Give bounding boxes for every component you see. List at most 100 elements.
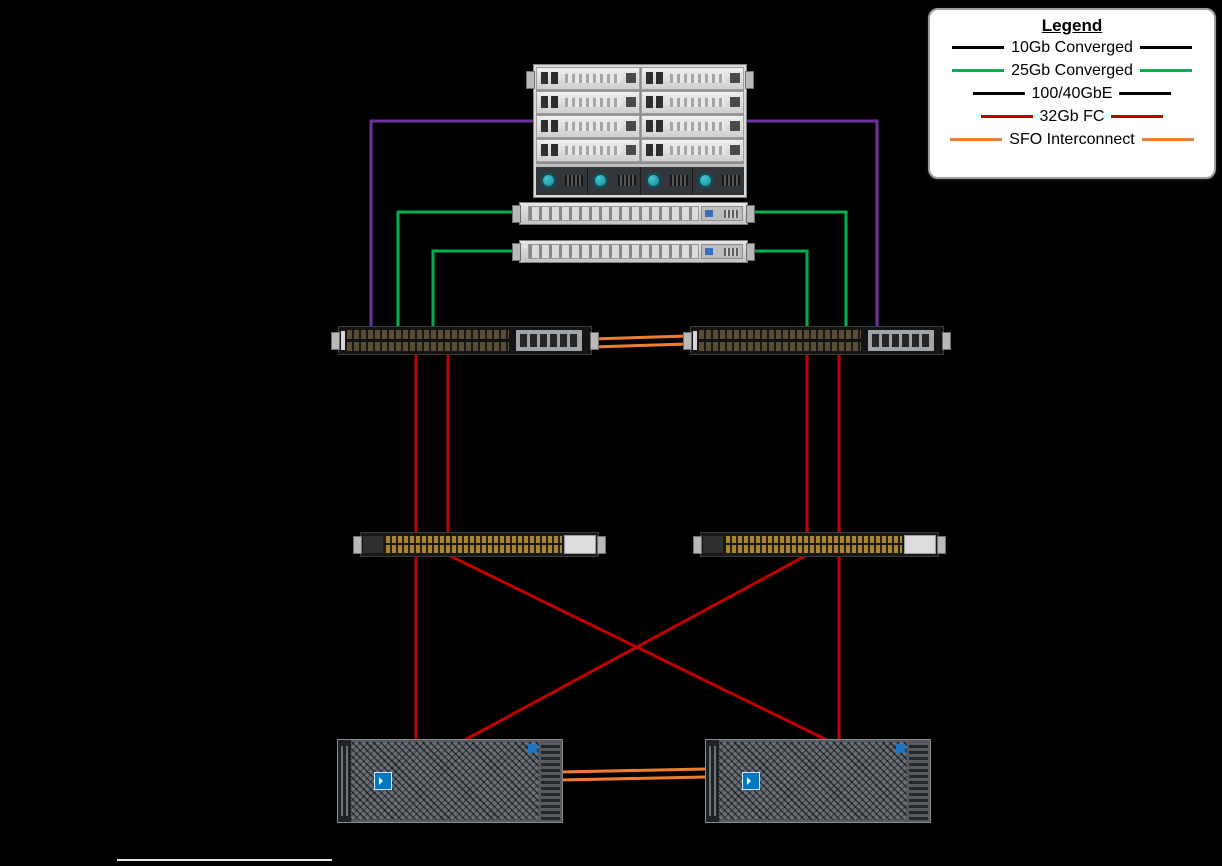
uplink-ports bbox=[516, 330, 582, 351]
link-chassis-fabric-b bbox=[744, 119, 879, 332]
mgmt-panel bbox=[693, 331, 697, 350]
switch-ports bbox=[699, 330, 861, 351]
rack-ear-icon bbox=[693, 536, 702, 554]
caption-underline bbox=[117, 859, 332, 861]
legend-item-25gb: 25Gb Converged bbox=[930, 59, 1214, 82]
blade-server-chassis bbox=[526, 64, 754, 198]
psu-strip bbox=[909, 742, 928, 820]
storage-vendor-logo-icon bbox=[374, 772, 392, 790]
blade-server bbox=[640, 67, 744, 90]
legend-title: Legend bbox=[1041, 16, 1103, 35]
blade-latch-icon bbox=[730, 145, 740, 155]
psu-strip bbox=[541, 742, 560, 820]
link-server1-fabric-b bbox=[744, 210, 848, 332]
fc-ports bbox=[726, 536, 902, 553]
legend-line-icon bbox=[1139, 46, 1192, 49]
legend-item-10gb: 10Gb Converged bbox=[930, 36, 1214, 59]
rack-server-1 bbox=[512, 202, 755, 225]
drive-bays bbox=[528, 206, 699, 221]
blade-server bbox=[536, 139, 640, 162]
storage-controller-b bbox=[705, 739, 931, 823]
legend-line-icon bbox=[1111, 115, 1164, 118]
rack-ear-icon bbox=[597, 536, 606, 554]
status-led-icon bbox=[896, 744, 905, 753]
legend-item-sfo: SFO Interconnect bbox=[930, 128, 1214, 151]
blade-latch-icon bbox=[625, 121, 636, 131]
link-chassis-fabric-a bbox=[369, 119, 535, 332]
mgmt-panel bbox=[341, 331, 345, 350]
blade-server bbox=[536, 91, 640, 114]
link-fc-a-storage-b bbox=[447, 553, 832, 744]
legend-line-icon bbox=[1141, 138, 1194, 141]
fc-switch-b bbox=[693, 532, 946, 557]
link-fabric-peer-1 bbox=[591, 334, 689, 341]
switch-ports bbox=[347, 330, 509, 351]
rack-ear-icon bbox=[745, 71, 754, 89]
blade-server bbox=[640, 115, 744, 138]
legend-line-icon bbox=[1119, 92, 1172, 95]
rack-ear-icon bbox=[590, 332, 599, 350]
legend-label: 10Gb Converged bbox=[1011, 38, 1133, 56]
rack-ear-icon bbox=[331, 332, 340, 350]
power-supply-row bbox=[536, 167, 744, 195]
legend-label: 100/40GbE bbox=[1031, 84, 1113, 102]
rack-ear-icon bbox=[746, 205, 755, 223]
rack-ear-icon bbox=[526, 71, 535, 89]
blade-latch-icon bbox=[730, 73, 740, 83]
drive-bays bbox=[528, 244, 699, 259]
rack-ear-icon bbox=[512, 205, 521, 223]
legend-line-icon bbox=[980, 115, 1033, 118]
power-supply-icon bbox=[692, 167, 744, 195]
legend-item-32gbfc: 32Gb FC bbox=[930, 105, 1214, 128]
rack-ear-icon bbox=[683, 332, 692, 350]
server-io-panel bbox=[701, 206, 743, 221]
blade-latch-icon bbox=[625, 145, 636, 155]
blade-bay-grid bbox=[536, 67, 744, 164]
legend-label: SFO Interconnect bbox=[1009, 130, 1135, 148]
link-fabric-peer-2 bbox=[591, 342, 689, 349]
power-supply-icon bbox=[588, 167, 640, 195]
psu-panel bbox=[564, 535, 596, 554]
rack-ear-icon bbox=[746, 243, 755, 261]
mgmt-panel bbox=[703, 536, 723, 553]
storage-controller-a bbox=[337, 739, 563, 823]
legend-card: Legend 10Gb Converged 25Gb Converged 100… bbox=[928, 8, 1216, 179]
legend-label: 25Gb Converged bbox=[1011, 61, 1133, 79]
rack-ear-icon bbox=[512, 243, 521, 261]
legend-line-icon bbox=[952, 69, 1005, 72]
fc-ports bbox=[386, 536, 562, 553]
power-supply-icon bbox=[640, 167, 692, 195]
mgmt-panel bbox=[363, 536, 383, 553]
blade-server bbox=[536, 67, 640, 90]
blade-latch-icon bbox=[730, 97, 740, 107]
blade-server bbox=[640, 139, 744, 162]
fabric-interconnect-a bbox=[331, 326, 599, 355]
chassis-handle bbox=[338, 740, 351, 822]
fc-switch-a bbox=[353, 532, 606, 557]
link-server1-fabric-a bbox=[396, 210, 520, 332]
blade-server bbox=[536, 115, 640, 138]
uplink-ports bbox=[868, 330, 934, 351]
blade-latch-icon bbox=[625, 97, 636, 107]
link-fc-b-storage-a bbox=[460, 553, 808, 744]
legend-line-icon bbox=[972, 92, 1025, 95]
legend-item-100gbe: 100/40GbE bbox=[930, 82, 1214, 105]
fabric-interconnect-b bbox=[683, 326, 951, 355]
rack-ear-icon bbox=[937, 536, 946, 554]
rack-server-2 bbox=[512, 240, 755, 263]
legend-line-icon bbox=[1139, 69, 1192, 72]
legend-label: 32Gb FC bbox=[1039, 107, 1105, 125]
psu-panel bbox=[904, 535, 936, 554]
server-io-panel bbox=[701, 244, 743, 259]
link-sfo-2 bbox=[560, 775, 706, 782]
power-supply-icon bbox=[536, 167, 588, 195]
status-led-icon bbox=[528, 744, 537, 753]
rack-ear-icon bbox=[353, 536, 362, 554]
rack-ear-icon bbox=[942, 332, 951, 350]
blade-latch-icon bbox=[625, 73, 636, 83]
chassis-handle bbox=[706, 740, 719, 822]
link-server2-fabric-b bbox=[744, 249, 809, 332]
blade-latch-icon bbox=[730, 121, 740, 131]
